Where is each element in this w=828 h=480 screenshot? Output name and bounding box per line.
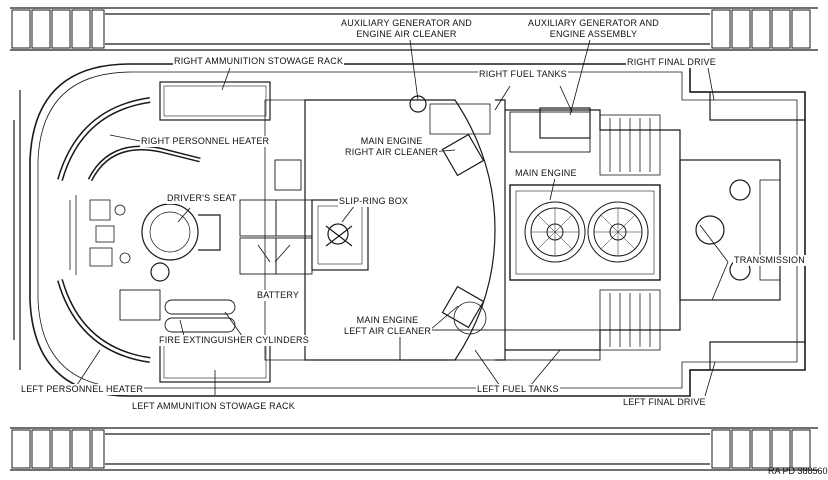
label-left-ammunition-stowage-rack: LEFT AMMUNITION STOWAGE RACK bbox=[131, 401, 296, 412]
right-track bbox=[10, 7, 818, 51]
track-shoes-bottom-left bbox=[11, 429, 105, 469]
label-right-final-drive: RIGHT FINAL DRIVE bbox=[626, 57, 717, 68]
label-main-engine-left-air-cleaner: MAIN ENGINE LEFT AIR CLEANER bbox=[343, 315, 433, 337]
label-right-personnel-heater: RIGHT PERSONNEL HEATER bbox=[140, 136, 271, 147]
label-main-engine-right-air-cleaner: MAIN ENGINE RIGHT AIR CLEANER bbox=[344, 136, 440, 158]
label-aux-generator-air-cleaner: AUXILIARY GENERATOR AND ENGINE AIR CLEAN… bbox=[340, 18, 473, 40]
label-left-personnel-heater: LEFT PERSONNEL HEATER bbox=[20, 384, 145, 395]
battery-boxes bbox=[239, 159, 313, 275]
hull-outline bbox=[29, 63, 806, 397]
left-track bbox=[10, 427, 818, 471]
label-left-final-drive: LEFT FINAL DRIVE bbox=[622, 397, 707, 408]
label-aux-generator-engine-assembly: AUXILIARY GENERATOR AND ENGINE ASSEMBLY bbox=[527, 18, 660, 40]
label-battery: BATTERY bbox=[256, 290, 301, 301]
label-right-ammunition-stowage-rack: RIGHT AMMUNITION STOWAGE RACK bbox=[173, 56, 345, 67]
track-shoes-top-right bbox=[711, 9, 811, 49]
label-drivers-seat: DRIVER'S SEAT bbox=[166, 193, 238, 204]
label-main-engine: MAIN ENGINE bbox=[514, 168, 578, 179]
track-shoes-bottom-right bbox=[711, 429, 811, 469]
label-fire-extinguisher-cylinders: FIRE EXTINGUISHER CYLINDERS bbox=[158, 335, 310, 346]
reference-code: RA PD 388560 bbox=[768, 466, 828, 476]
track-shoes-top-left bbox=[11, 9, 105, 49]
label-transmission: TRANSMISSION bbox=[733, 255, 806, 266]
transmission-housing bbox=[679, 159, 781, 301]
label-right-fuel-tanks: RIGHT FUEL TANKS bbox=[478, 69, 568, 80]
main-engine-block bbox=[509, 184, 661, 281]
label-slip-ring-box: SLIP-RING BOX bbox=[338, 196, 410, 207]
turret-basket bbox=[304, 99, 496, 361]
label-left-fuel-tanks: LEFT FUEL TANKS bbox=[476, 384, 560, 395]
